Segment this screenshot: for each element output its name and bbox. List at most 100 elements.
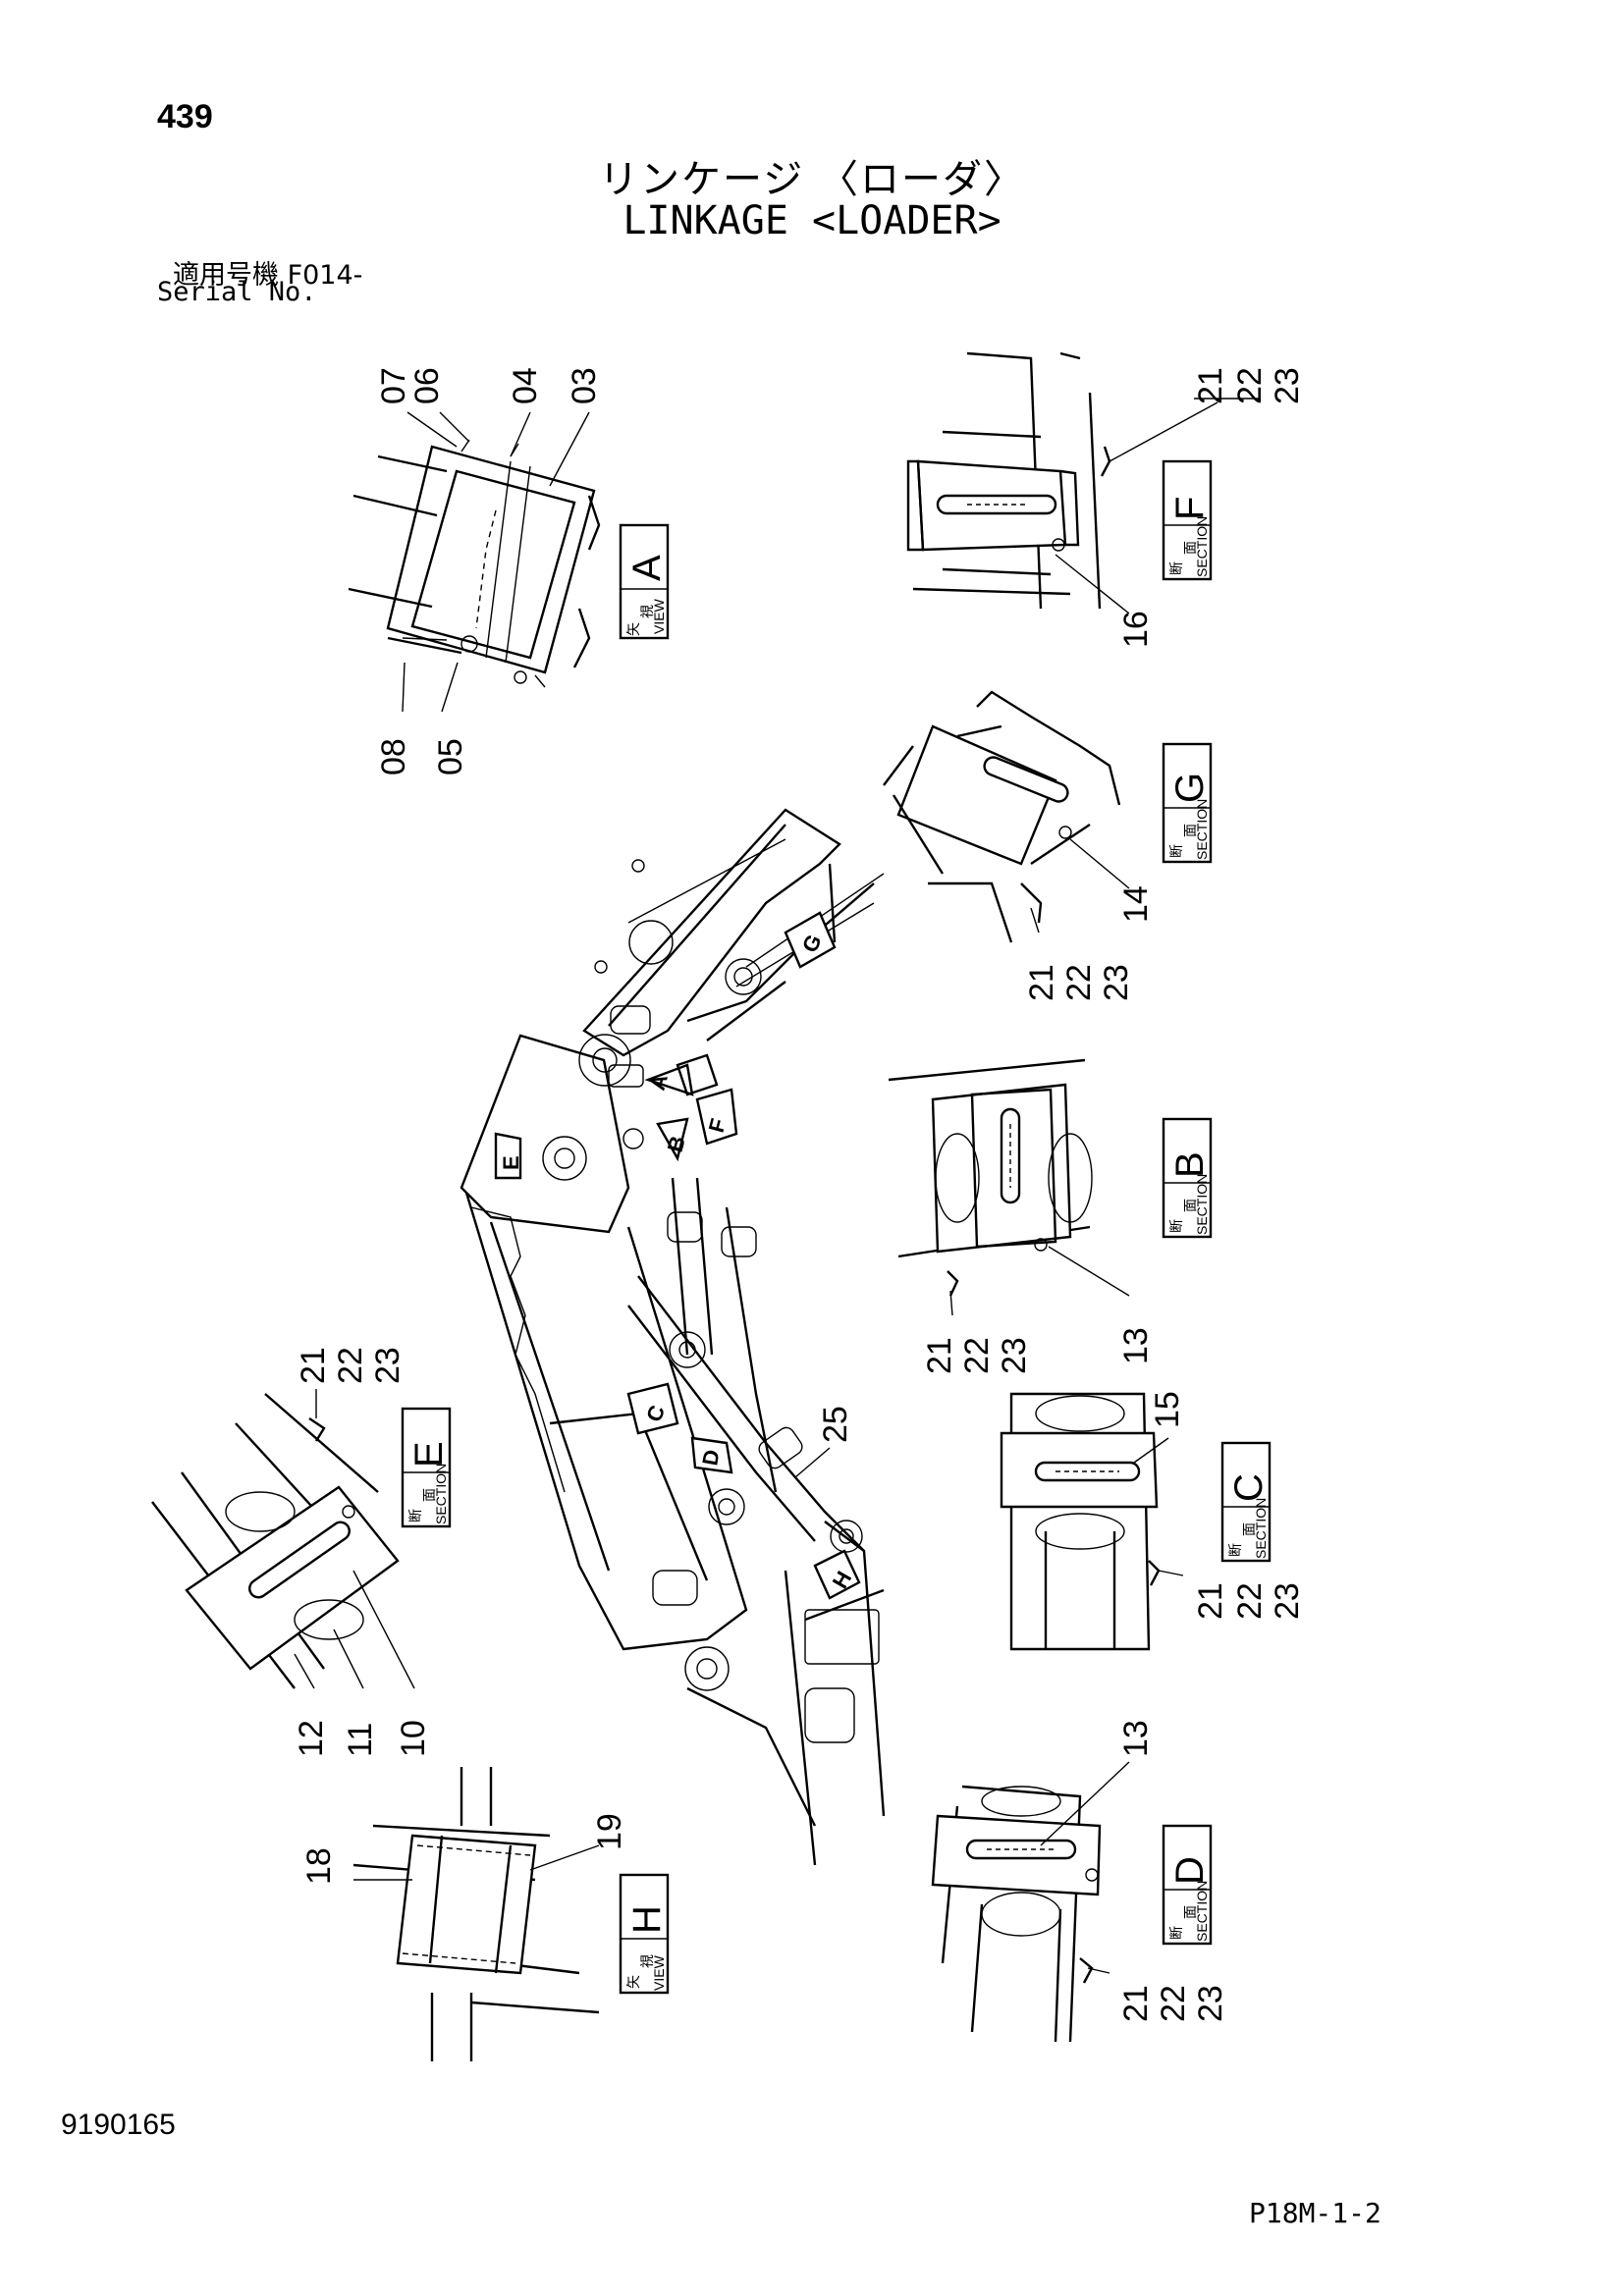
arrow-tag-g: G [784, 911, 837, 969]
svg-text:断: 断 [407, 1509, 423, 1522]
section-f-drawing [906, 351, 1111, 610]
svg-text:断: 断 [1168, 1219, 1184, 1233]
svg-text:A: A [645, 1071, 673, 1093]
callout-23: 23 [1098, 964, 1135, 1001]
svg-text:SECTION: SECTION [1194, 1881, 1210, 1942]
label-section-d: D 断 面 SECTION [1162, 1824, 1213, 1946]
callout-25: 25 [817, 1406, 854, 1443]
callout-21: 21 [1023, 964, 1060, 1001]
callout-23: 23 [1269, 1582, 1306, 1620]
section-e-drawing [151, 1393, 400, 1689]
view-a-callouts: 07 06 04 03 08 05 [375, 367, 603, 775]
callout-21: 21 [1192, 1582, 1229, 1620]
arrow-tag-e: E [494, 1132, 523, 1180]
arrow-tag-c: C [626, 1382, 679, 1435]
svg-text:SECTION: SECTION [1194, 516, 1210, 577]
callout-06: 06 [408, 367, 446, 404]
serial-label-japanese: 適用号機 F014- [173, 260, 363, 291]
svg-text:面: 面 [1241, 1522, 1257, 1536]
callout-23: 23 [996, 1337, 1033, 1374]
label-section-b: B 断 面 SECTION [1162, 1117, 1213, 1239]
callout-18: 18 [300, 1847, 338, 1885]
callout-13: 13 [1117, 1327, 1155, 1364]
callout-23: 23 [1192, 1985, 1229, 2022]
label-section-g: G 断 面 SECTION [1162, 742, 1213, 864]
svg-text:視: 視 [639, 605, 655, 618]
label-section-e: E 断 面 SECTION [401, 1407, 452, 1528]
arrow-tag-f: F [695, 1088, 738, 1146]
callout-16: 16 [1117, 611, 1155, 648]
svg-text:断: 断 [1168, 1926, 1184, 1940]
callout-21: 21 [921, 1337, 958, 1374]
label-section-f: F 断 面 SECTION [1162, 459, 1213, 581]
svg-text:F: F [704, 1116, 731, 1135]
section-d-callouts: 13 21 22 23 [1040, 1720, 1229, 2022]
view-h-drawing [352, 1767, 600, 2061]
section-b-drawing [888, 1058, 1093, 1297]
svg-text:B: B [663, 1133, 690, 1154]
svg-text:F: F [1168, 497, 1212, 520]
svg-text:D: D [697, 1448, 724, 1468]
callout-22: 22 [1155, 1985, 1192, 2022]
callout-21: 21 [1117, 1985, 1155, 2022]
arrow-tag-d: D [690, 1436, 733, 1474]
callout-08: 08 [375, 738, 412, 775]
svg-text:視: 視 [639, 1954, 655, 1968]
svg-text:面: 面 [1182, 824, 1198, 837]
section-e-callouts: 21 22 23 12 11 10 [293, 1347, 432, 1757]
svg-text:面: 面 [421, 1488, 437, 1502]
callout-22: 22 [1231, 1582, 1269, 1620]
svg-text:G: G [1168, 773, 1212, 803]
svg-text:SECTION: SECTION [433, 1464, 449, 1524]
svg-text:矢: 矢 [625, 1975, 641, 1989]
page-code: P18M-1-2 [1249, 2197, 1381, 2229]
title-english: LINKAGE <LOADER> [623, 198, 1001, 243]
svg-text:断: 断 [1227, 1543, 1243, 1557]
view-a-drawing [348, 439, 601, 688]
section-b-callouts: 21 22 23 13 [921, 1246, 1155, 1374]
section-d-drawing [931, 1785, 1102, 2043]
label-view-a: A 矢 視 VIEW [619, 523, 670, 640]
svg-text:C: C [1227, 1473, 1271, 1502]
svg-text:SECTION: SECTION [1194, 799, 1210, 860]
serial-label-english: Serial No. [157, 277, 317, 307]
view-h-callouts: 18 19 [300, 1813, 628, 1885]
callout-23: 23 [369, 1347, 406, 1384]
svg-text:矢: 矢 [625, 622, 641, 636]
callout-12: 12 [293, 1720, 330, 1757]
arrow-tag-b: B [656, 1117, 690, 1162]
svg-text:B: B [1168, 1151, 1212, 1178]
section-g-callouts: 14 21 22 23 [1023, 838, 1155, 1001]
callout-03: 03 [566, 367, 603, 404]
callout-22: 22 [958, 1337, 996, 1374]
callout-15: 15 [1149, 1391, 1186, 1428]
callout-07: 07 [375, 367, 412, 404]
callout-14: 14 [1117, 885, 1155, 923]
svg-text:SECTION: SECTION [1253, 1498, 1269, 1559]
callout-23: 23 [1269, 367, 1306, 404]
callout-10: 10 [395, 1720, 432, 1757]
svg-text:H: H [625, 1905, 669, 1934]
arrow-tag-h: H [813, 1549, 861, 1600]
svg-text:D: D [1168, 1856, 1212, 1885]
callout-05: 05 [432, 738, 469, 775]
section-c-drawing [1000, 1392, 1161, 1651]
svg-text:断: 断 [1168, 844, 1184, 858]
svg-text:断: 断 [1168, 561, 1184, 575]
svg-text:E: E [499, 1155, 523, 1170]
svg-text:面: 面 [1182, 1905, 1198, 1919]
callout-11: 11 [342, 1723, 379, 1757]
document-code: 9190165 [61, 2109, 176, 2141]
title-japanese: リンケージ 〈ローダ〉 [599, 157, 1025, 202]
section-g-drawing [883, 690, 1121, 943]
arrow-tags: A B F E G C D H [494, 911, 861, 1600]
svg-text:A: A [625, 555, 669, 581]
section-f-callouts: 21 22 23 16 [1055, 367, 1306, 648]
callout-13: 13 [1117, 1720, 1155, 1757]
callout-04: 04 [507, 367, 544, 404]
section-c-callouts: 15 21 22 23 [1133, 1391, 1306, 1620]
svg-text:面: 面 [1182, 541, 1198, 555]
arrow-tag-a: A [644, 1053, 719, 1096]
svg-text:SECTION: SECTION [1194, 1174, 1210, 1235]
callout-19: 19 [591, 1813, 628, 1850]
